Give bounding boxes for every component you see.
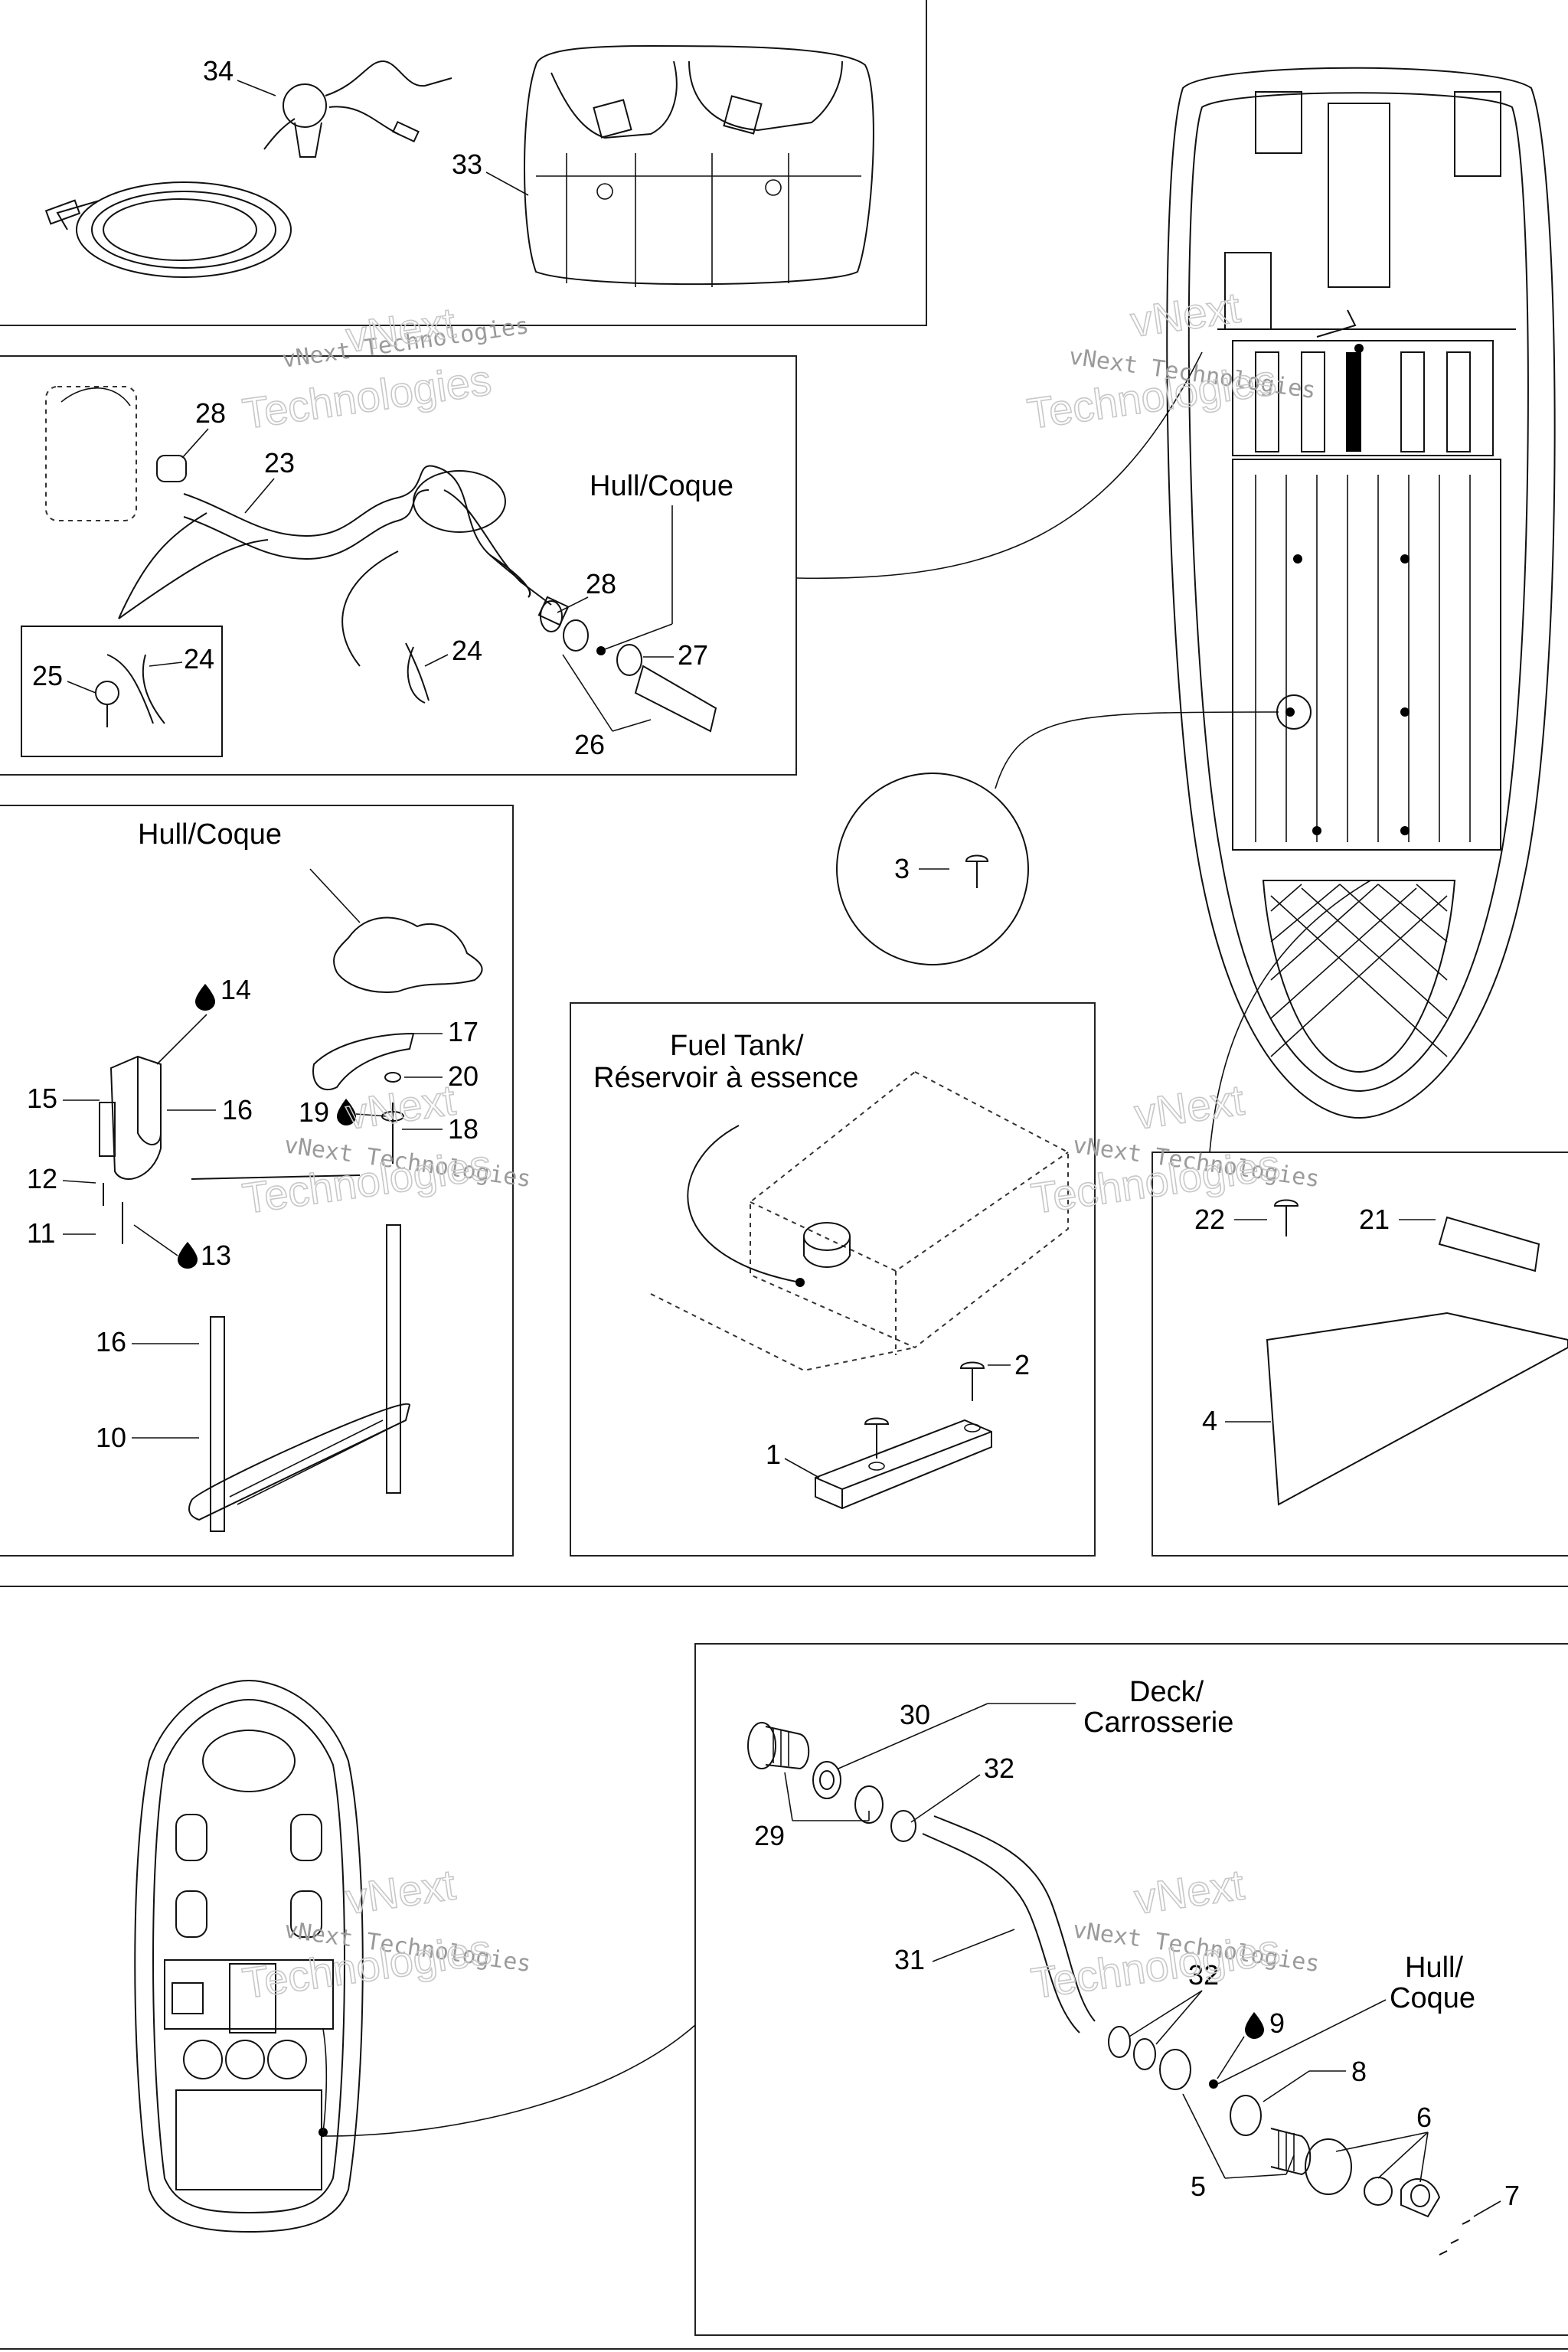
panel-bilge-bag-frame — [0, 0, 927, 326]
callout-23: 23 — [264, 447, 295, 479]
watermark-6: vNext Technologies vNext Technologies — [1027, 1860, 1321, 2008]
fuel-tank-label-line1: Fuel Tank/ — [670, 1030, 804, 1062]
callout-16a: 16 — [222, 1094, 253, 1125]
svg-text:Technologies: Technologies — [240, 355, 494, 438]
callout-10: 10 — [96, 1422, 126, 1453]
deck-label-line1: Deck/ — [1129, 1676, 1204, 1708]
fuel-tank-illustration — [650, 1070, 1069, 1510]
callout-group-3: 3 — [894, 853, 989, 888]
watermark-3: vNext Technologies vNext Technologies — [239, 1075, 533, 1223]
hull-liner-illustration — [1266, 1199, 1568, 1506]
watermark-5: vNext Technologies vNext Technologies — [239, 1860, 533, 2008]
svg-text:vNext: vNext — [343, 299, 459, 361]
callout-4: 4 — [1202, 1405, 1217, 1436]
callout-6: 6 — [1416, 2102, 1432, 2133]
svg-text:vNext: vNext — [1132, 1860, 1247, 1923]
callout-17: 17 — [448, 1016, 479, 1047]
watermark-2: vNext Technologies vNext Technologies — [1024, 283, 1318, 439]
callout-11: 11 — [27, 1217, 55, 1249]
callout-30: 30 — [900, 1699, 930, 1730]
panel-bilge-hose-frame — [0, 355, 797, 776]
callout-32b: 32 — [1188, 1959, 1219, 1991]
storage-bag-illustration — [524, 44, 874, 287]
callout-1: 1 — [766, 1439, 781, 1470]
panel-boarding-ladder-frame — [0, 805, 514, 1557]
panel-vent-hose-frame — [694, 1643, 1568, 2336]
callout-28b: 28 — [586, 568, 616, 599]
callouts-panel5: 22 21 4 — [1194, 1204, 1436, 1436]
deck-label-line2: Carrosserie — [1083, 1707, 1233, 1739]
callouts-panel4: Fuel Tank/ Réservoir à essence 2 1 — [593, 1030, 1030, 1478]
callout-15: 15 — [27, 1083, 57, 1114]
callout-22: 22 — [1194, 1204, 1225, 1235]
adhesive-drop-icon — [337, 1099, 356, 1125]
leader-circle-to-hull — [995, 711, 1279, 789]
leader-hull-to-liner — [1209, 880, 1371, 1153]
vent-hose-illustration — [747, 1722, 1471, 2256]
callout-29: 29 — [754, 1820, 785, 1851]
callout-21: 21 — [1359, 1204, 1390, 1235]
callout-5: 5 — [1191, 2171, 1206, 2202]
bilge-pump-illustration — [44, 60, 452, 278]
callout-16b: 16 — [96, 1326, 126, 1357]
hull-coque-label-a: Hull/Coque — [590, 470, 733, 502]
watermark-4: vNext Technologies vNext Technologies — [1027, 1075, 1321, 1223]
detail-circle-screw — [836, 773, 1029, 965]
callout-3: 3 — [894, 853, 910, 884]
boarding-ladder-illustration — [99, 916, 483, 1532]
callout-28a: 28 — [195, 397, 226, 429]
adhesive-drop-icon — [178, 1242, 198, 1269]
hull-label-line1: Hull/ — [1405, 1952, 1463, 1984]
hull-label-line2: Coque — [1390, 1982, 1475, 2014]
adhesive-drop-icon — [195, 984, 215, 1011]
leader-bilge-to-hull — [795, 351, 1203, 580]
hull-top-view-illustration — [1166, 67, 1556, 1119]
callout-20: 20 — [448, 1060, 479, 1092]
hull-coque-label-b: Hull/Coque — [138, 818, 282, 851]
callouts-panel2: 28 23 Hull/Coque 28 27 26 24 25 24 — [32, 397, 733, 760]
callout-8: 8 — [1351, 2056, 1367, 2087]
callout-34: 34 — [203, 55, 234, 87]
callout-19: 19 — [299, 1096, 329, 1128]
callout-14: 14 — [220, 974, 251, 1005]
callout-24a: 24 — [184, 643, 214, 675]
callout-2: 2 — [1014, 1349, 1030, 1380]
callout-25: 25 — [32, 660, 63, 691]
callout-13: 13 — [201, 1240, 231, 1271]
callout-33: 33 — [452, 149, 482, 180]
panel-hull-liner-frame — [1152, 1152, 1568, 1557]
svg-text:vNext: vNext — [1128, 283, 1243, 346]
callouts-panel3: Hull/Coque 14 15 16 12 11 13 17 20 19 18… — [27, 818, 479, 1453]
callout-9: 9 — [1269, 2007, 1285, 2039]
callout-7: 7 — [1504, 2180, 1520, 2211]
watermark-1: vNext Technologies vNext Technologies — [239, 298, 531, 439]
callout-32a: 32 — [984, 1753, 1014, 1784]
adhesive-drop-icon — [1245, 2012, 1264, 2039]
callout-26: 26 — [574, 729, 605, 760]
callouts-panel6: Deck/ Carrosserie 30 32 29 31 32 9 Hull/… — [754, 1676, 1520, 2217]
callouts-panel1: 34 33 — [203, 55, 529, 196]
fuel-tank-label-line2: Réservoir à essence — [593, 1062, 858, 1094]
callout-12: 12 — [27, 1163, 57, 1194]
svg-text:vNext: vNext — [1132, 1076, 1247, 1138]
bilge-hose-illustration — [21, 386, 717, 757]
callout-24b: 24 — [452, 635, 482, 666]
callout-31: 31 — [894, 1944, 925, 1975]
callout-18: 18 — [448, 1113, 479, 1145]
callout-27: 27 — [678, 639, 708, 671]
deck-top-view-illustration — [134, 1679, 696, 2233]
panel-fuel-tank-frame — [570, 1002, 1096, 1557]
